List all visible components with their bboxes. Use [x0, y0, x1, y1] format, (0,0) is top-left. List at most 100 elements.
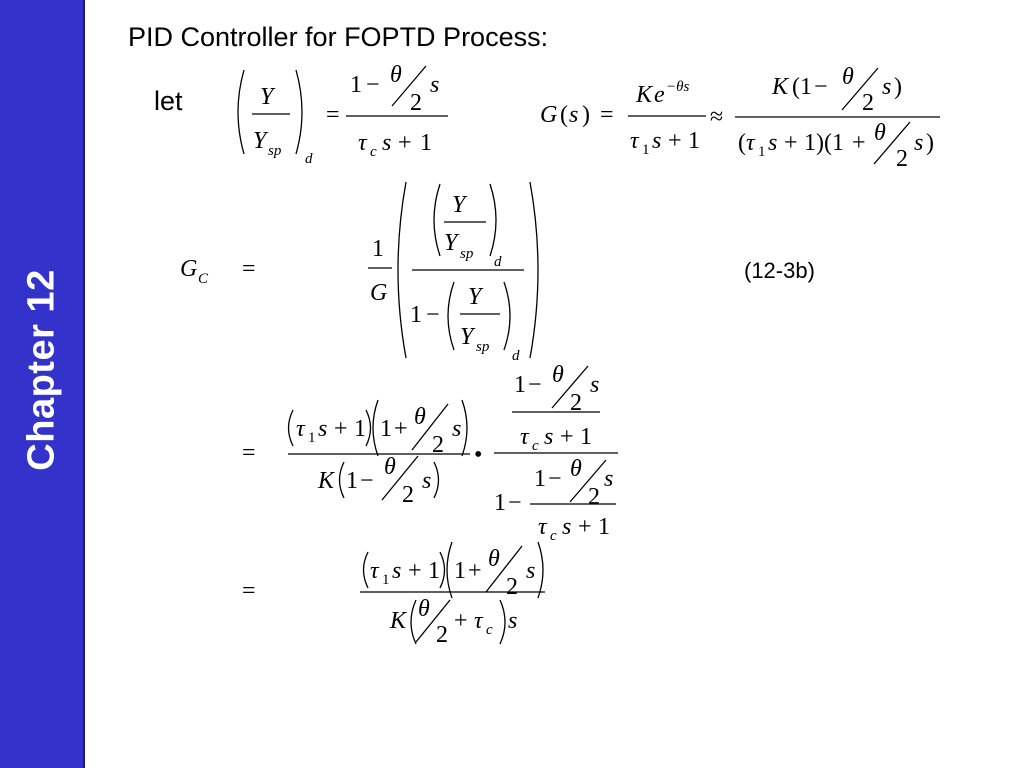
svg-text:+: + [468, 558, 482, 584]
svg-text:1: 1 [372, 236, 384, 262]
svg-text:θ: θ [384, 454, 396, 480]
svg-text:τ: τ [538, 514, 548, 540]
svg-text:G: G [540, 102, 557, 128]
svg-text:G: G [370, 280, 387, 306]
svg-text:1: 1 [346, 468, 358, 494]
svg-text:G: G [180, 256, 197, 282]
svg-text:τ: τ [630, 128, 640, 154]
svg-text:1: 1 [350, 72, 362, 98]
svg-text:−: − [548, 466, 562, 492]
svg-text:1: 1 [534, 466, 546, 492]
svg-text:τ: τ [474, 608, 484, 634]
svg-text:K: K [389, 608, 408, 634]
svg-text:K: K [771, 74, 790, 100]
svg-text:s: s [604, 466, 613, 492]
svg-text:d: d [494, 254, 502, 270]
svg-text:sp: sp [268, 143, 282, 159]
svg-text:+: + [394, 416, 408, 442]
svg-text:≈: ≈ [710, 104, 723, 130]
svg-text:s: s [422, 468, 431, 494]
svg-text:s: s [544, 424, 553, 450]
svg-text:+: + [784, 130, 798, 156]
svg-text:s: s [652, 128, 661, 154]
svg-text:s: s [569, 102, 578, 128]
svg-text:2: 2 [588, 484, 600, 510]
svg-text:s: s [914, 130, 923, 156]
svg-text:τ: τ [358, 130, 368, 156]
svg-text:s: s [508, 608, 517, 634]
svg-text:2: 2 [896, 146, 908, 172]
svg-text:1: 1 [688, 128, 700, 154]
svg-text:s: s [562, 514, 571, 540]
svg-text:s: s [318, 416, 327, 442]
svg-text:2: 2 [570, 390, 582, 416]
svg-text:d: d [305, 151, 313, 167]
svg-text:θ: θ [570, 456, 582, 482]
svg-text:−: − [366, 72, 380, 98]
svg-text:θ: θ [488, 546, 500, 572]
svg-text:1)(1: 1)(1 [804, 130, 844, 156]
svg-text:s: s [882, 74, 891, 100]
svg-text:2: 2 [506, 574, 518, 600]
svg-text:s: s [590, 372, 599, 398]
svg-text:+: + [578, 514, 592, 540]
svg-text:=: = [242, 440, 256, 466]
svg-text:−: − [508, 490, 522, 516]
svg-text:θ: θ [842, 64, 854, 90]
equation-controller-substituted: = τ 1 s + 1 1 + θ 2 s K 1 − θ 2 s • 1 − … [242, 362, 618, 544]
svg-text:Y: Y [468, 284, 484, 310]
svg-text:1: 1 [420, 130, 432, 156]
let-word: let [154, 86, 183, 116]
svg-text:1: 1 [454, 558, 466, 584]
svg-text:−: − [814, 74, 828, 100]
svg-text:+: + [334, 416, 348, 442]
svg-text:1: 1 [428, 558, 440, 584]
svg-text:c: c [550, 528, 557, 544]
svg-text:): ) [582, 102, 590, 128]
svg-text:+: + [668, 128, 682, 154]
svg-text:(: ( [738, 130, 746, 156]
svg-text:=: = [242, 256, 256, 282]
svg-text:+: + [454, 608, 468, 634]
svg-text:e: e [654, 82, 665, 108]
svg-text:1: 1 [410, 302, 422, 328]
svg-text:(1: (1 [792, 74, 812, 100]
svg-text:c: c [486, 622, 493, 638]
equation-closed-loop-spec: Y Y sp d = 1 − θ 2 s τ c s + 1 [237, 62, 448, 167]
svg-text:Y: Y [444, 230, 460, 256]
svg-text:2: 2 [410, 90, 422, 116]
svg-text:1: 1 [580, 424, 592, 450]
svg-text:c: c [370, 144, 377, 160]
svg-text:−: − [360, 468, 374, 494]
svg-text:s: s [452, 416, 461, 442]
svg-text:+: + [408, 558, 422, 584]
svg-text:=: = [242, 578, 256, 604]
svg-text:s: s [768, 130, 777, 156]
svg-text:1: 1 [354, 416, 366, 442]
svg-text:−: − [426, 302, 440, 328]
svg-text:K: K [317, 468, 336, 494]
svg-text:2: 2 [862, 90, 874, 116]
svg-text:θ: θ [390, 62, 402, 88]
svg-text:θ: θ [552, 362, 564, 388]
svg-text:−: − [528, 372, 542, 398]
svg-text:s: s [430, 72, 439, 98]
svg-text:(: ( [560, 102, 568, 128]
svg-text:Y: Y [260, 84, 276, 110]
svg-text:sp: sp [476, 339, 490, 355]
equation-controller-final: = τ 1 s + 1 1 + θ 2 s K θ 2 + τ c s [242, 541, 545, 648]
svg-text:2: 2 [432, 432, 444, 458]
equation-controller-general: G C = 1 G Y Y sp d 1 − Y Y sp d [180, 181, 539, 364]
equation-process-model: G ( s ) = K e −θs τ 1 s + 1 ≈ K (1 − θ 2… [540, 64, 940, 172]
svg-text:d: d [512, 348, 520, 364]
svg-text:τ: τ [296, 416, 306, 442]
svg-text:s: s [392, 558, 401, 584]
svg-text:=: = [600, 102, 614, 128]
svg-text:1: 1 [514, 372, 526, 398]
svg-text:+: + [852, 130, 866, 156]
svg-text:1: 1 [380, 416, 392, 442]
svg-text:θ: θ [414, 404, 426, 430]
sidebar: Chapter 12 [0, 0, 85, 768]
svg-text:s: s [382, 130, 391, 156]
